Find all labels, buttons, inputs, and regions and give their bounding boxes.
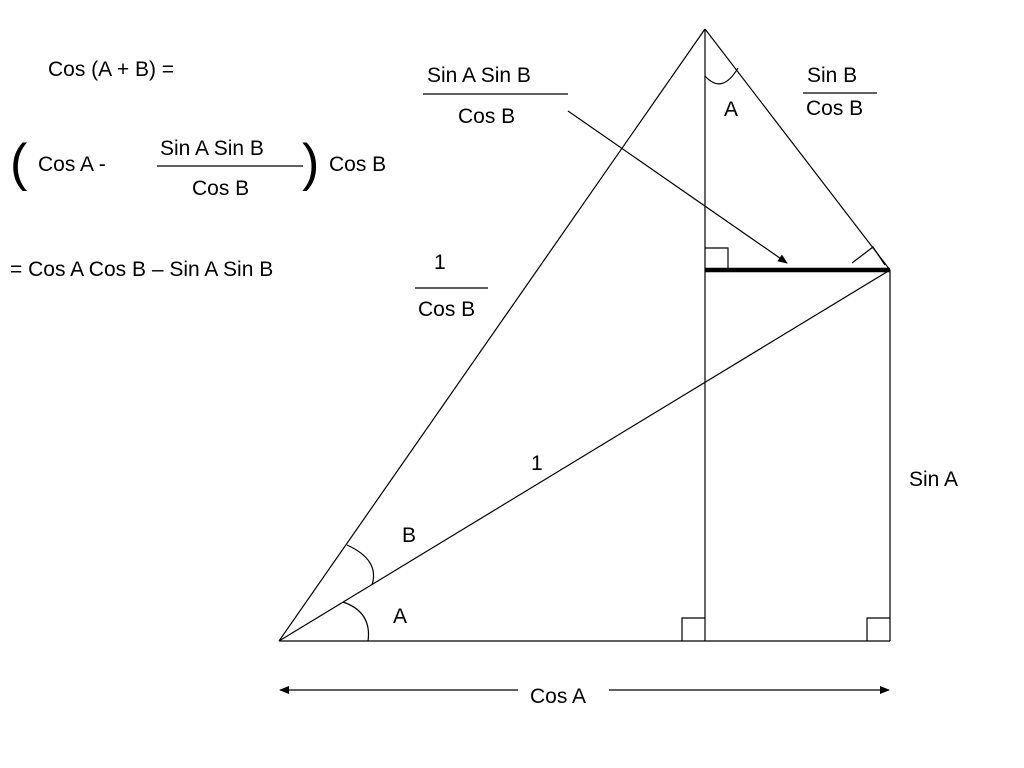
angle-arc-a-top	[704, 67, 739, 85]
formula-line-3: = Cos A Cos B – Sin A Sin B	[10, 258, 273, 281]
formula-trailing-cos-b: Cos B	[329, 153, 386, 176]
angle-label-a-top: A	[724, 98, 738, 121]
diagonal-label-one: 1	[531, 452, 543, 475]
outer-hypotenuse	[278, 28, 706, 642]
formula-paren-close: )	[302, 134, 319, 192]
angle-label-b: B	[402, 524, 416, 547]
right-angle-marker-upper-left	[705, 247, 729, 270]
hypotenuse-fraction-numerator: 1	[434, 251, 446, 274]
formula-paren-open: (	[10, 134, 28, 192]
top-fraction-denominator: Cos B	[458, 105, 515, 128]
hypotenuse-fraction-denominator: Cos B	[418, 298, 475, 321]
angle-arc-b	[346, 544, 375, 586]
unit-diagonal	[278, 269, 891, 642]
side-label-sin-a: Sin A	[909, 468, 958, 491]
right-fraction-numerator: Sin B	[807, 64, 857, 87]
formula-fraction-numerator: Sin A Sin B	[160, 137, 264, 160]
angle-label-a-bottom: A	[393, 605, 407, 628]
apex-to-right-edge	[704, 28, 891, 271]
angle-arc-a-bottom	[342, 601, 370, 642]
pointer-arrow	[567, 110, 788, 264]
right-angle-marker-upper-right	[851, 246, 886, 266]
right-angle-marker-bottom-right	[866, 617, 890, 641]
formula-term-cos-a: Cos A -	[38, 153, 106, 176]
right-angle-marker-bottom-middle	[681, 617, 705, 641]
bottom-label-cos-a: Cos A	[530, 685, 586, 708]
formula-fraction-denominator: Cos B	[192, 177, 249, 200]
right-fraction-denominator: Cos B	[806, 97, 863, 120]
top-fraction-numerator: Sin A Sin B	[427, 64, 531, 87]
formula-line-1: Cos (A + B) =	[48, 58, 174, 81]
